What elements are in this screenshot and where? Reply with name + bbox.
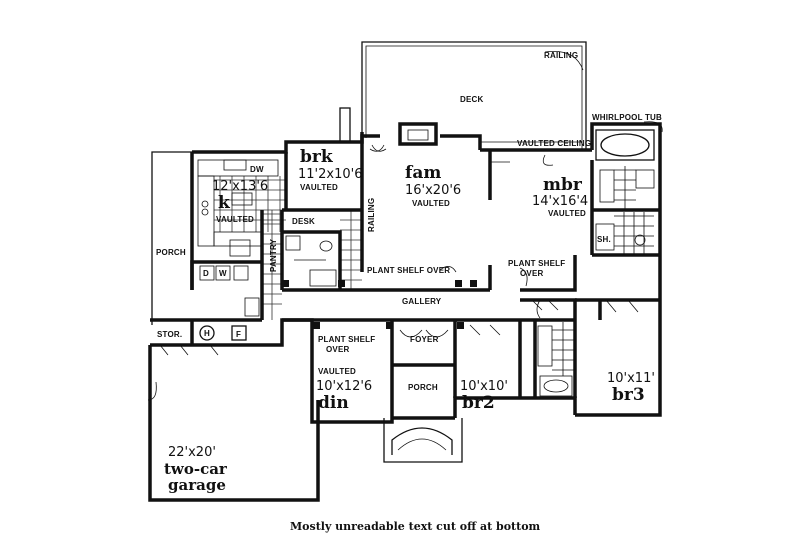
brk-name: brk [300,147,334,167]
br2-dim: 10'x10' [460,379,508,394]
brk-note: VAULTED [300,183,338,192]
fam-name: fam [405,163,441,183]
k-note: VAULTED [216,215,254,224]
br3-name: br3 [612,385,645,405]
k-name: k [218,193,231,213]
deck-label: DECK [460,95,483,104]
porch-front-label: PORCH [408,383,438,392]
mbr-dim: 14'x16'4 [532,194,588,209]
front-porch-steps [383,418,463,463]
deck [361,41,587,150]
sh-label: SH. [597,235,611,244]
mbr-note: VAULTED [548,209,586,218]
dryer-label: D [203,269,209,278]
plant-shelf-right-label-2: OVER [520,269,543,278]
br3-dim: 10'x11' [607,371,655,386]
utility [199,297,260,341]
pantry-label: PANTRY [269,238,278,272]
desk-label: DESK [292,217,315,226]
windows [149,161,661,490]
interior-walls [150,142,660,418]
porch-side-label: PORCH [156,248,186,257]
garage-name-1: two-car [164,460,228,478]
fireplace [398,122,438,146]
kitchen-tile-grid [214,176,362,320]
railing-side-label: RAILING [367,198,376,232]
plant-shelf-din-label-2: OVER [326,345,349,354]
din-dim: 10'x12'6 [316,379,372,394]
plant-shelf-arrow [439,266,457,273]
gallery-label: GALLERY [402,297,442,306]
caption-label: Mostly unreadable text cut off at bottom [290,520,541,533]
foyer-label: FOYER [410,335,439,344]
railing-top-label: RAILING [544,51,578,60]
h-label: H [204,329,210,338]
kitchen-fixtures [197,159,337,287]
garage-dim: 22'x20' [168,445,216,460]
brk-dim: 11'2x10'6 [298,167,362,182]
master-bath-fixtures [595,121,663,255]
mbr-name: mbr [543,175,583,195]
garage-name-2: garage [168,476,226,494]
plant-shelf-din-label: PLANT SHELF [318,335,375,344]
plant-shelf-over-gallery: PLANT SHELF OVER [367,266,450,275]
stor-label: STOR. [157,330,182,339]
br2-name: br2 [462,393,495,413]
din-note: VAULTED [318,367,356,376]
din-name: din [318,393,349,413]
vaulted-ceiling-label: VAULTED CEILING [517,139,591,148]
f-label: F [236,330,241,339]
posts [282,280,477,329]
dw-label: DW [250,165,264,174]
hall-bath-fixtures [537,322,575,397]
washer-label: W [219,269,227,278]
whirlpool-label: WHIRLPOOL TUB [592,113,662,122]
fam-note: VAULTED [412,199,450,208]
plant-shelf-right-label: PLANT SHELF [508,259,565,268]
doors [147,144,639,401]
k-dim: 12'x13'6 [212,179,268,194]
fam-dim: 16'x20'6 [405,183,461,198]
